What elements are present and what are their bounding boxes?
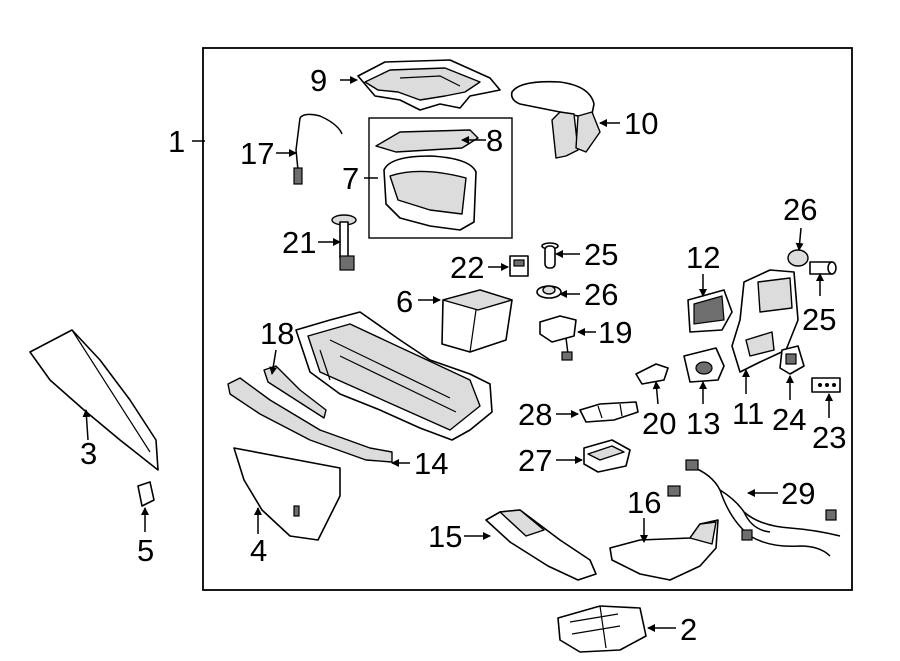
callout-21: 21 (282, 225, 316, 260)
callout-8: 8 (486, 123, 503, 158)
part-3-side-trim (29, 329, 159, 471)
callout-6: 6 (396, 284, 413, 319)
callout-24: 24 (772, 402, 806, 437)
part-19-usb-port (539, 315, 577, 361)
callout-4: 4 (250, 533, 267, 568)
callout-26: 26 (584, 277, 618, 312)
part-24-switch (779, 345, 805, 375)
callout-25: 25 (584, 237, 618, 272)
callout-15: 15 (428, 519, 462, 554)
callout-27: 27 (518, 443, 552, 478)
part-11-rear-panel (731, 269, 799, 373)
part-14-trim-strip (227, 377, 393, 463)
part-21-sensor (331, 214, 357, 271)
callout-5: 5 (137, 533, 154, 568)
callout-1: 1 (168, 124, 185, 159)
callout-3: 3 (80, 436, 97, 471)
callout-29: 29 (781, 476, 815, 511)
part-25-pin-upper (541, 242, 559, 269)
callout-23: 23 (812, 420, 846, 455)
part-15-duct (485, 509, 597, 581)
part-27-module (583, 439, 631, 473)
part-26-grommet-middle (536, 285, 562, 299)
part-4-front-panel (233, 447, 341, 541)
part-9-shifter-trim-plate (357, 59, 501, 111)
part-22-switch (509, 255, 529, 277)
part-12-vent (687, 289, 733, 333)
part-16-duct (609, 519, 719, 581)
part-2-bracket (557, 605, 647, 653)
part-25-pin-right (809, 261, 837, 275)
callout-18: 18 (260, 316, 294, 351)
part-18-side-strip (263, 365, 327, 419)
part-28-bracket (579, 401, 639, 423)
callout-11: 11 (732, 396, 764, 431)
callout-16: 16 (627, 485, 661, 520)
callout-17: 17 (240, 136, 274, 171)
part-7-storage-bin (383, 155, 477, 231)
callout-12: 12 (686, 240, 720, 275)
part-6-cup-holder-insert (441, 289, 513, 353)
callout-25-right: 25 (802, 302, 836, 337)
callout-22: 22 (450, 250, 484, 285)
callout-7: 7 (342, 161, 359, 196)
part-8-mat (375, 129, 479, 153)
part-10-armrest-lid (510, 80, 601, 159)
callout-10: 10 (624, 106, 658, 141)
part-5-clip (137, 481, 155, 507)
leader-lines (82, 76, 833, 632)
assembly-frame (202, 47, 853, 591)
part-23-connector (811, 377, 841, 393)
part-29-wiring-harness (667, 459, 841, 557)
part-13-switch-assembly (683, 347, 725, 383)
part-17-cable (293, 113, 343, 185)
callout-26-right: 26 (783, 192, 817, 227)
callout-19: 19 (598, 315, 632, 350)
part-20-bracket (635, 363, 669, 385)
callout-14: 14 (414, 446, 448, 481)
callout-28: 28 (518, 397, 552, 432)
callout-2: 2 (680, 612, 697, 647)
callout-labels: 1 2 3 4 5 6 7 8 9 10 11 12 13 14 15 16 1… (80, 63, 846, 647)
callout-20: 20 (642, 406, 676, 441)
part-18-console-base (295, 311, 493, 441)
part-26-cap-right (787, 249, 809, 267)
callout-9: 9 (310, 63, 327, 98)
callout-13: 13 (686, 406, 720, 441)
